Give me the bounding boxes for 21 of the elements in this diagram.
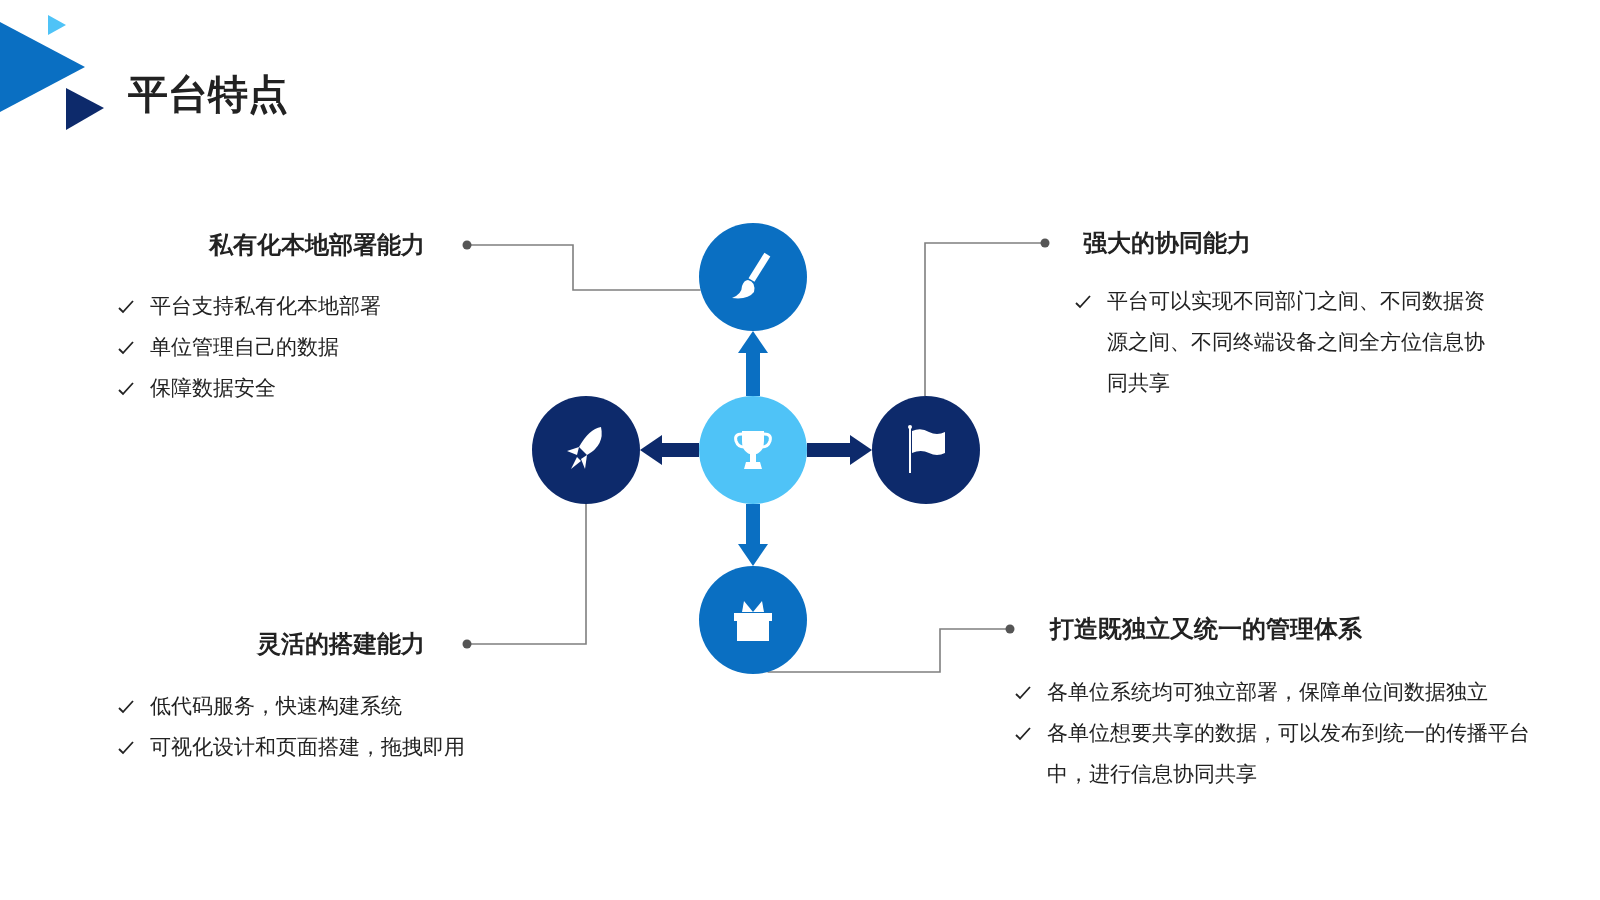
leader-line bbox=[766, 624, 1015, 673]
leader-line bbox=[924, 238, 1050, 397]
leader-line bbox=[462, 503, 587, 649]
bullet-text: 可视化设计和页面搭建，拖拽即用 bbox=[150, 734, 466, 761]
block-arrow bbox=[807, 435, 872, 465]
page-title: 平台特点 bbox=[128, 70, 288, 119]
section-heading: 私有化本地部署能力 bbox=[207, 230, 426, 261]
bullet-text: 低代码服务，快速构建系统 bbox=[150, 693, 403, 720]
leader-line bbox=[462, 240, 702, 291]
section-heading: 灵活的搭建能力 bbox=[255, 629, 426, 660]
block-arrow bbox=[738, 331, 768, 396]
bullet-text: 保障数据安全 bbox=[150, 375, 277, 402]
block-arrow bbox=[640, 435, 699, 465]
section-heading: 强大的协同能力 bbox=[1082, 228, 1252, 259]
bullet-text: 各单位想要共享的数据，可以发布到统一的传播平台中，进行信息协同共享 bbox=[1047, 720, 1531, 788]
bullet-text: 平台支持私有化本地部署 bbox=[150, 293, 382, 320]
bullet-text: 各单位系统均可独立部署，保障单位间数据独立 bbox=[1047, 679, 1489, 706]
bullet-text: 单位管理自己的数据 bbox=[150, 334, 340, 361]
bullet-text: 平台可以实现不同部门之间、不同数据资源之间、不同终端设备之间全方位信息协同共享 bbox=[1107, 288, 1486, 397]
section-heading: 打造既独立又统一的管理体系 bbox=[1048, 614, 1363, 645]
block-arrow bbox=[738, 504, 768, 566]
